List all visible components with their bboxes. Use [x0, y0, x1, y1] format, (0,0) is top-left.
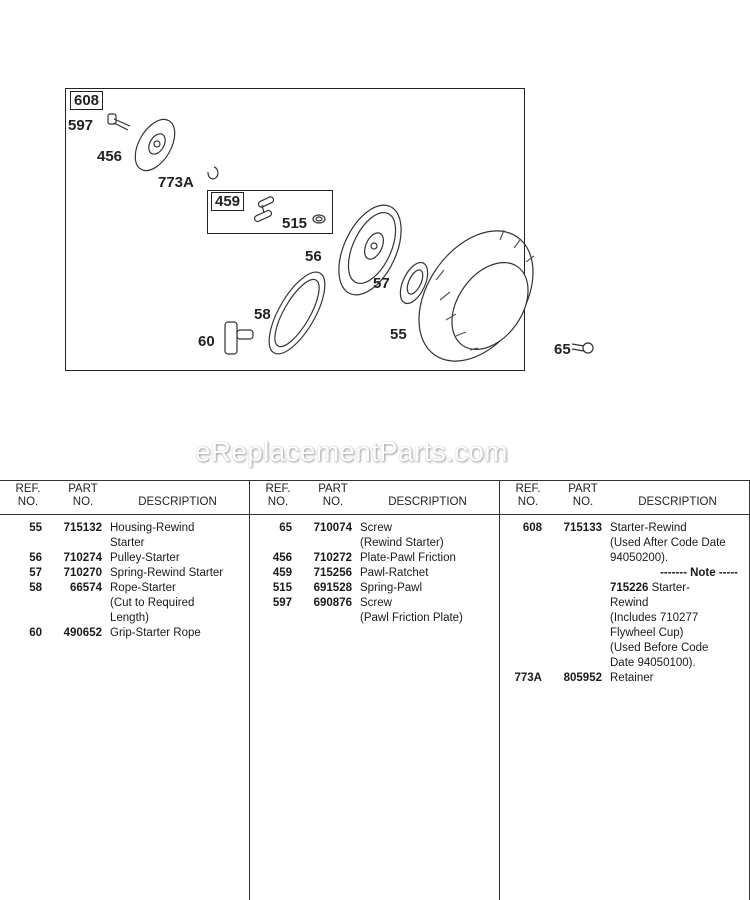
part-no[interactable]: 66574 [70, 582, 102, 594]
watermark: eReplacementParts.com [195, 436, 508, 467]
table-row[interactable]: 773A 805952 Retainer [500, 671, 750, 686]
header-ref: REF.NO. [515, 483, 541, 508]
header-desc: DESCRIPTION [138, 496, 217, 508]
part-no[interactable]: 715132 [63, 522, 102, 534]
callout-57[interactable]: 57 [373, 275, 390, 292]
rewind-spring-icon [399, 261, 429, 305]
spring-icon [312, 214, 326, 224]
screw-597-icon [107, 113, 131, 131]
table-row[interactable]: 60 490652 Grip-Starter Rope [0, 626, 250, 641]
part-description: Plate-Pawl Friction [360, 552, 456, 564]
table-row[interactable]: 515 691528 Spring-Pawl [250, 581, 500, 596]
table-row[interactable]: 456 710272 Plate-Pawl Friction [250, 551, 500, 566]
ref-no: 515 [272, 582, 292, 594]
housing-icon [418, 229, 535, 362]
part-description: Pulley-Starter [110, 552, 180, 564]
part-no[interactable]: 710074 [313, 522, 352, 534]
pawl-kit-subframe [207, 190, 333, 234]
friction-plate-icon [134, 118, 176, 172]
ref-no: 56 [29, 552, 42, 564]
ref-no: 57 [29, 567, 42, 579]
table-top-rule [0, 480, 750, 481]
callout-55[interactable]: 55 [390, 326, 407, 343]
part-description: Pawl-Ratchet [360, 567, 429, 579]
part-no[interactable]: 710274 [63, 552, 102, 564]
part-no[interactable]: 715133 [563, 522, 602, 534]
table-row[interactable]: 608 715133 Starter-Rewind(Used After Code … [500, 521, 750, 671]
rope-icon [268, 271, 326, 355]
callout-60[interactable]: 60 [198, 333, 215, 350]
callout-459[interactable]: 459 [211, 192, 245, 211]
part-no[interactable]: 691528 [313, 582, 352, 594]
part-description: Spring-Rewind Starter [110, 567, 224, 579]
ref-no: 65 [279, 522, 292, 534]
callout-456[interactable]: 456 [97, 148, 123, 165]
header-desc: DESCRIPTION [388, 496, 467, 508]
part-no[interactable]: 690876 [313, 597, 352, 609]
ref-no: 60 [29, 627, 42, 639]
header-ref: REF.NO. [15, 483, 41, 508]
retainer-icon [207, 166, 219, 180]
table-row[interactable]: 57 710270 Spring-Rewind Starter [0, 566, 250, 581]
table-header-rule [0, 514, 750, 515]
part-no[interactable]: 715256 [313, 567, 352, 579]
ref-no: 459 [272, 567, 292, 579]
header-desc: DESCRIPTION [638, 496, 717, 508]
table-row[interactable]: 56 710274 Pulley-Starter [0, 551, 250, 566]
part-description: Spring-Pawl [360, 582, 422, 594]
pawl-icon [253, 196, 275, 223]
ref-no: 773A [514, 672, 543, 684]
part-description: Grip-Starter Rope [110, 627, 201, 639]
callout-65[interactable]: 65 [554, 341, 571, 358]
part-no[interactable]: 710270 [63, 567, 102, 579]
ref-no: 608 [522, 522, 542, 534]
part-no[interactable]: 710272 [313, 552, 352, 564]
part-no[interactable]: 805952 [563, 672, 602, 684]
part-description: Screw(Rewind Starter) [360, 522, 444, 549]
callout-56[interactable]: 56 [305, 248, 322, 265]
exploded-parts-drawing [107, 113, 594, 362]
pulley-icon [338, 204, 402, 296]
callout-608[interactable]: 608 [70, 91, 104, 110]
ref-no: 456 [272, 552, 292, 564]
ref-no: 55 [29, 522, 42, 534]
part-description: Retainer [610, 672, 654, 684]
part-description: Screw(Pawl Friction Plate) [360, 597, 463, 624]
callout-515[interactable]: 515 [282, 215, 308, 232]
screw-65-icon [571, 342, 594, 354]
grip-icon [224, 321, 254, 355]
callout-58[interactable]: 58 [254, 306, 271, 323]
part-no[interactable]: 490652 [63, 627, 102, 639]
ref-no: 597 [272, 597, 292, 609]
callout-597[interactable]: 597 [68, 117, 94, 134]
header-ref: REF.NO. [265, 483, 291, 508]
callout-773A[interactable]: 773A [158, 174, 194, 191]
ref-no: 58 [29, 582, 42, 594]
table-row[interactable]: 597 690876 Screw(Pawl Friction Plate) [250, 596, 500, 626]
exploded-diagram-frame [65, 88, 525, 371]
table-row[interactable]: 459 715256 Pawl-Ratchet [250, 566, 500, 581]
table-row[interactable]: 65 710074 Screw(Rewind Starter) [250, 521, 500, 551]
